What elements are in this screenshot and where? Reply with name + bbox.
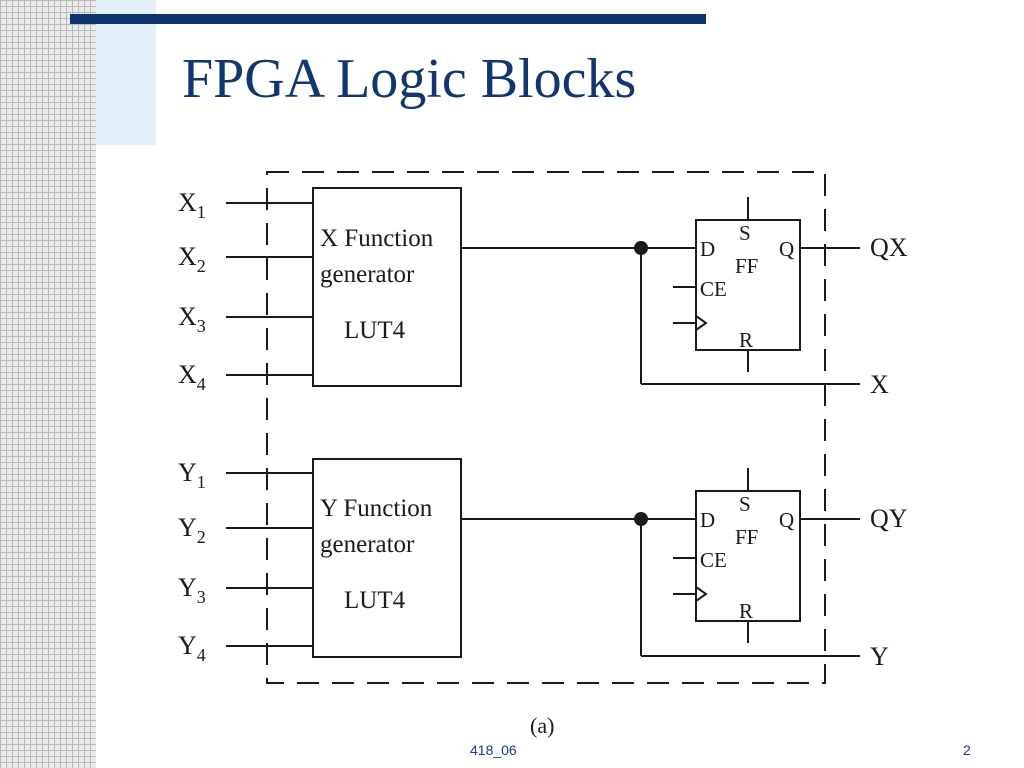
x-lut-label-line1: X Function xyxy=(320,225,434,252)
y1-label: Y1 xyxy=(178,458,206,492)
x3-label: X3 xyxy=(178,302,206,336)
y4-label: Y4 xyxy=(178,631,206,665)
x-junction-dot xyxy=(634,241,648,255)
decorative-pale-block xyxy=(96,0,156,145)
x1-label: X1 xyxy=(178,188,206,222)
footer-course-label: 418_06 xyxy=(470,742,517,758)
figure-caption: (a) xyxy=(530,713,554,738)
footer-page-number: 2 xyxy=(963,742,971,758)
qy-output-label: QY xyxy=(870,504,908,533)
y-ff-s-label: S xyxy=(739,492,751,516)
y-lut-label-line1: Y Function xyxy=(320,495,433,522)
x-ff-clock-icon xyxy=(695,315,708,331)
x-lut-box xyxy=(312,187,462,387)
y-ff-ce-label: CE xyxy=(700,548,727,572)
x-ff-ff-label: FF xyxy=(735,254,758,278)
y-junction-dot xyxy=(634,512,648,526)
x-ff-r-label: R xyxy=(739,328,753,352)
y2-label: Y2 xyxy=(178,513,206,547)
y-ff-clock-icon xyxy=(695,586,708,602)
y3-label: Y3 xyxy=(178,573,206,607)
y-lut-label-line3: LUT4 xyxy=(344,587,406,614)
y-ff-r-label: R xyxy=(739,599,753,623)
x2-label: X2 xyxy=(178,242,206,276)
x-ff-s-label: S xyxy=(739,221,751,245)
x-ff-d-label: D xyxy=(700,237,715,261)
x-lut-label-line3: LUT4 xyxy=(344,317,406,344)
y-lut-box xyxy=(312,458,462,658)
y-ff-d-label: D xyxy=(700,508,715,532)
grid-background-strip xyxy=(0,0,96,768)
x-output-label: X xyxy=(870,370,889,399)
y-ff-q-label: Q xyxy=(779,508,794,532)
x-ff-q-label: Q xyxy=(779,237,794,261)
logic-block-boundary xyxy=(266,171,826,684)
qx-output-label: QX xyxy=(870,233,908,262)
y-lut-label-line2: generator xyxy=(320,531,415,558)
x-ff-ce-label: CE xyxy=(700,277,727,301)
x-lut-label-line2: generator xyxy=(320,261,415,288)
y-output-label: Y xyxy=(870,642,889,671)
y-ff-ff-label: FF xyxy=(735,525,758,549)
x4-label: X4 xyxy=(178,360,206,394)
slide-title: FPGA Logic Blocks xyxy=(182,48,637,110)
title-rule xyxy=(70,14,706,24)
